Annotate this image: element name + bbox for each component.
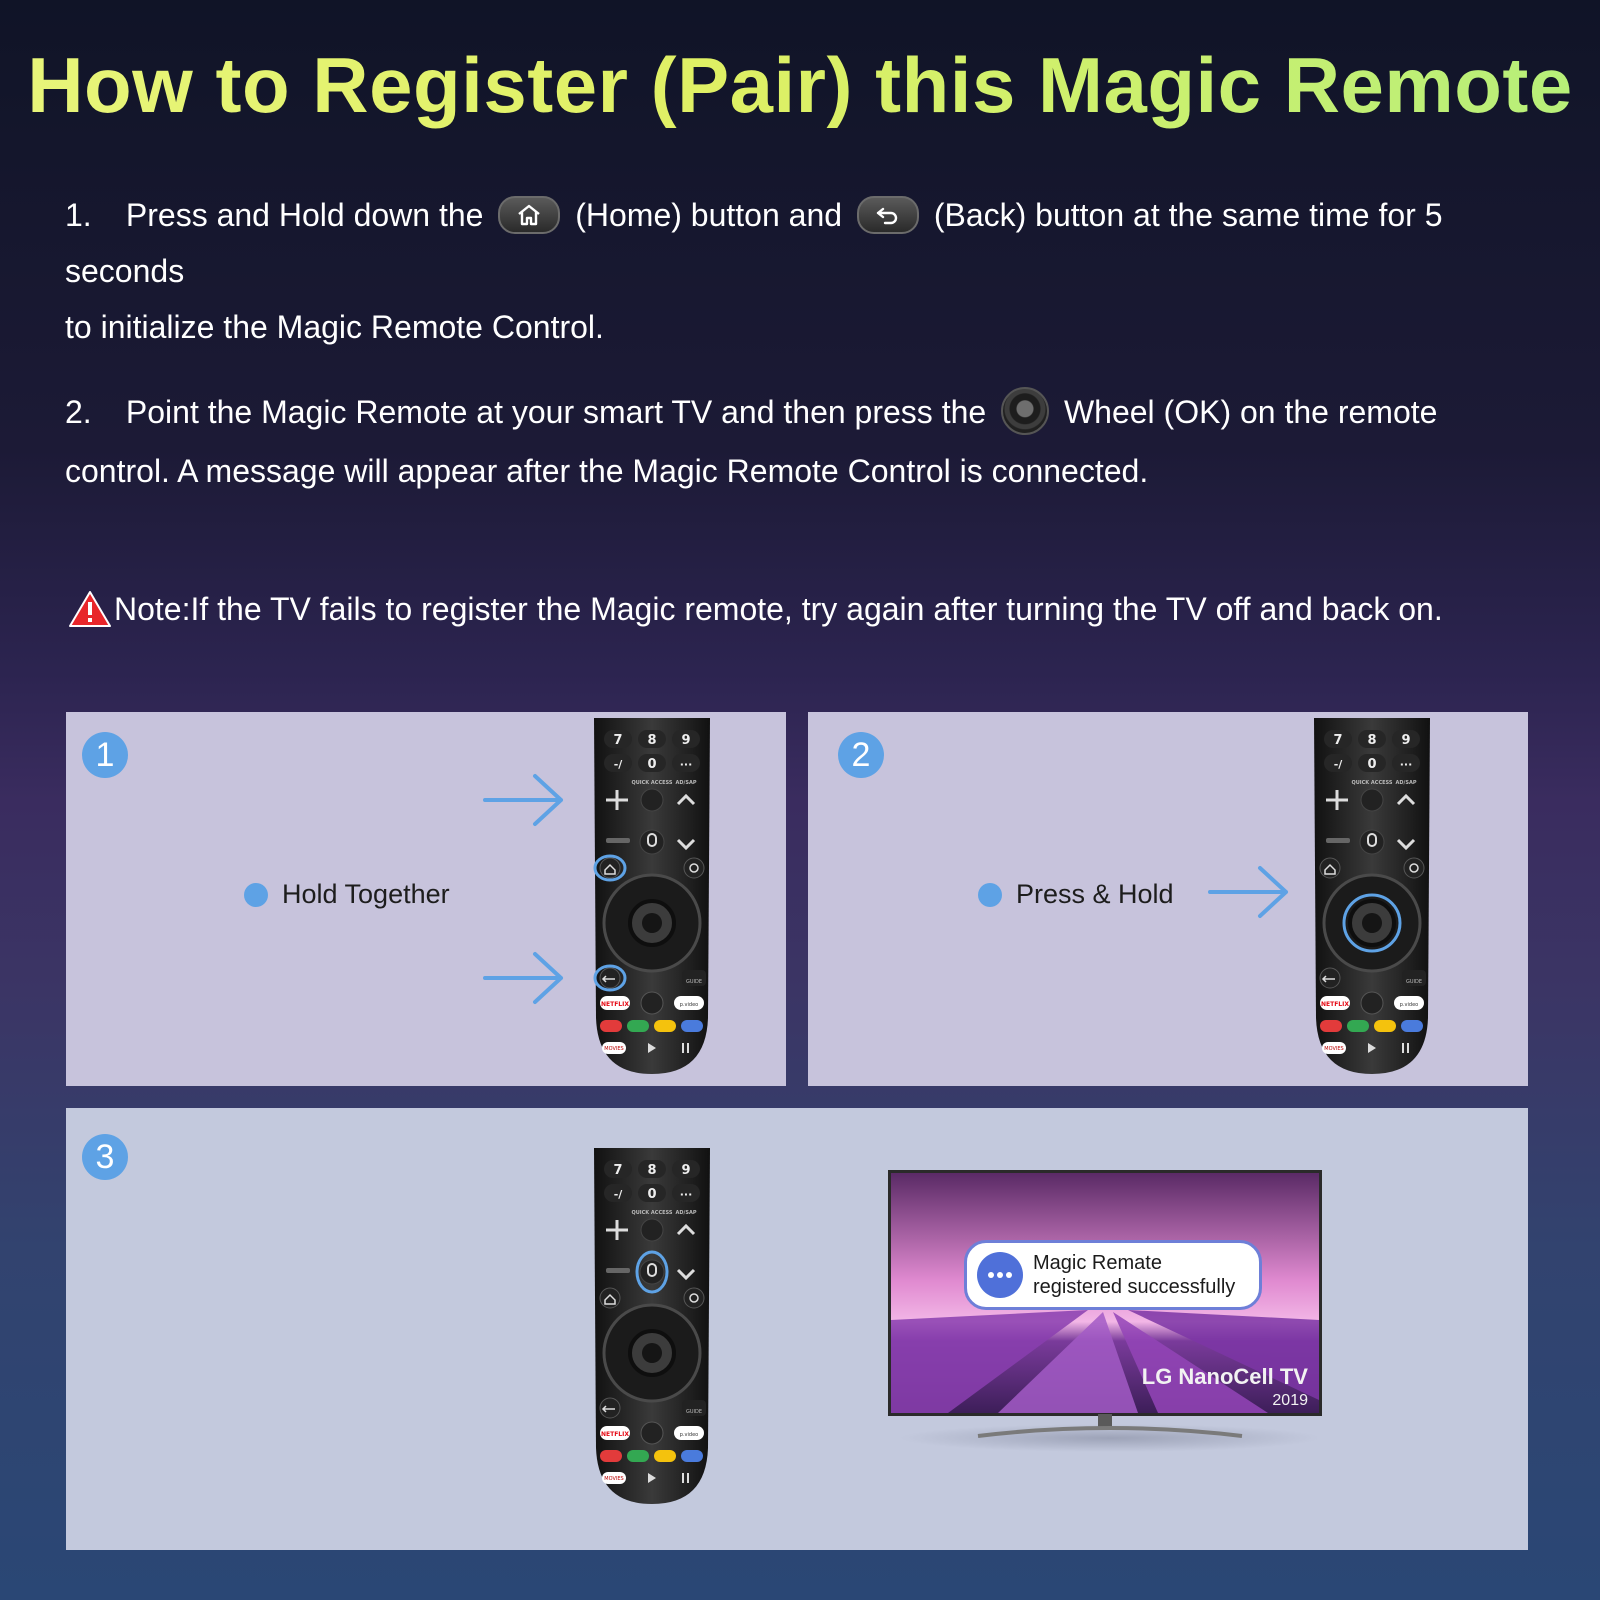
bullet-dot [978, 882, 1002, 907]
page-title: How to Register (Pair) this Magic Remote [0, 40, 1600, 131]
svg-text:AD/SAP: AD/SAP [1396, 780, 1417, 786]
tv-set [888, 1170, 1322, 1452]
chat-bubble-icon [977, 1252, 1023, 1298]
svg-text:-/: -/ [614, 1188, 624, 1201]
svg-text:0: 0 [1367, 757, 1376, 772]
svg-text:p.video: p.video [680, 1432, 698, 1438]
svg-text:GUIDE: GUIDE [686, 979, 702, 985]
svg-text:0: 0 [647, 1187, 656, 1202]
step-2-text-a: Point the Magic Remote at your smart TV … [125, 394, 987, 430]
tv-brand: LG NanoCell TV [1141, 1364, 1308, 1389]
magic-remote-image: 7 8 9 -/ 0 ··· QUICK ACCESS AD/SAP GUIDE [586, 1148, 718, 1504]
press-hold-label: Press & Hold [1016, 879, 1174, 909]
step-1-number: 1. [65, 197, 92, 233]
step-2: 2. Point the Magic Remote at your smart … [65, 384, 1565, 499]
step-badge-3: 3 [82, 1134, 128, 1180]
pairing-toast: Magic Remate registered successfully [964, 1240, 1262, 1310]
arrow-right-icon [483, 774, 563, 826]
svg-text:7: 7 [613, 733, 622, 748]
svg-text:MOVIES: MOVIES [604, 1046, 623, 1052]
hold-together-tag: Hold Together [244, 879, 450, 910]
arrow-right-icon [483, 952, 563, 1004]
toast-text: Magic Remate registered successfully [1033, 1252, 1236, 1298]
svg-text:9: 9 [1401, 733, 1410, 748]
hold-together-label: Hold Together [282, 879, 450, 909]
panel-step-1: 1 Hold Together 7 8 9 -/ 0 ··· QUICK ACC… [66, 712, 786, 1086]
step-2-number: 2. [65, 394, 92, 430]
svg-text:···: ··· [680, 758, 693, 771]
svg-text:GUIDE: GUIDE [1406, 979, 1422, 985]
wheel-icon [1001, 386, 1050, 435]
svg-text:AD/SAP: AD/SAP [676, 1210, 697, 1216]
panel-step-3: 3 7 8 9 -/ 0 ··· QUICK ACCESS AD/SAP [66, 1108, 1528, 1550]
svg-text:p.video: p.video [680, 1002, 698, 1008]
step-2-text-b: Wheel (OK) on the remote [1063, 394, 1438, 430]
step-1-text-a: Press and Hold down the [125, 197, 484, 233]
warning-icon [69, 591, 111, 627]
svg-text:8: 8 [647, 733, 656, 748]
svg-text:-/: -/ [614, 758, 624, 771]
svg-text:-/: -/ [1334, 758, 1344, 771]
svg-text:GUIDE: GUIDE [686, 1409, 702, 1415]
svg-text:8: 8 [647, 1163, 656, 1178]
svg-text:QUICK ACCESS: QUICK ACCESS [631, 780, 672, 786]
magic-remote-image: 7 8 9 -/ 0 ··· QUICK ACCESS AD/SAP GUIDE [1306, 718, 1438, 1074]
home-icon [498, 195, 561, 234]
arrow-right-icon [1208, 866, 1288, 918]
svg-text:9: 9 [681, 1163, 690, 1178]
svg-text:QUICK ACCESS: QUICK ACCESS [631, 1210, 672, 1216]
svg-text:QUICK ACCESS: QUICK ACCESS [1351, 780, 1392, 786]
svg-text:7: 7 [1333, 733, 1342, 748]
step-1-text-c: (Back) button at the same time for 5 sec… [65, 197, 1443, 289]
svg-text:···: ··· [1400, 758, 1413, 771]
step-1-text-d: to initialize the Magic Remote Control. [65, 309, 604, 345]
step-1: 1. Press and Hold down the (Home) button… [65, 187, 1565, 355]
svg-text:NETFLIX: NETFLIX [601, 1001, 629, 1008]
note: Note:If the TV fails to register the Mag… [68, 585, 1443, 633]
svg-text:NETFLIX: NETFLIX [601, 1431, 629, 1438]
back-icon [856, 195, 919, 234]
svg-text:p.video: p.video [1400, 1002, 1418, 1008]
magic-remote-image: 7 8 9 -/ 0 ··· QUICK ACCESS AD/SAP GUIDE [586, 718, 718, 1074]
press-hold-tag: Press & Hold [978, 879, 1174, 910]
tv-year: 2019 [1272, 1392, 1308, 1409]
step-1-text-b: (Home) button and [575, 197, 843, 233]
svg-text:NETFLIX: NETFLIX [1321, 1001, 1349, 1008]
svg-text:0: 0 [647, 757, 656, 772]
note-text: Note:If the TV fails to register the Mag… [114, 591, 1443, 627]
panel-step-2: 2 Press & Hold 7 8 9 -/ 0 ··· QUICK ACCE… [808, 712, 1528, 1086]
step-2-text-c: control. A message will appear after the… [65, 452, 1149, 489]
step-badge-1: 1 [82, 732, 128, 778]
svg-text:7: 7 [613, 1163, 622, 1178]
svg-text:AD/SAP: AD/SAP [676, 780, 697, 786]
svg-text:8: 8 [1367, 733, 1376, 748]
step-badge-2: 2 [838, 732, 884, 778]
bullet-dot [244, 882, 268, 907]
svg-text:MOVIES: MOVIES [1324, 1046, 1343, 1052]
svg-text:···: ··· [680, 1188, 693, 1201]
svg-text:MOVIES: MOVIES [604, 1476, 623, 1482]
tv-image: Magic Remate registered successfully LG … [888, 1170, 1348, 1460]
svg-text:9: 9 [681, 733, 690, 748]
